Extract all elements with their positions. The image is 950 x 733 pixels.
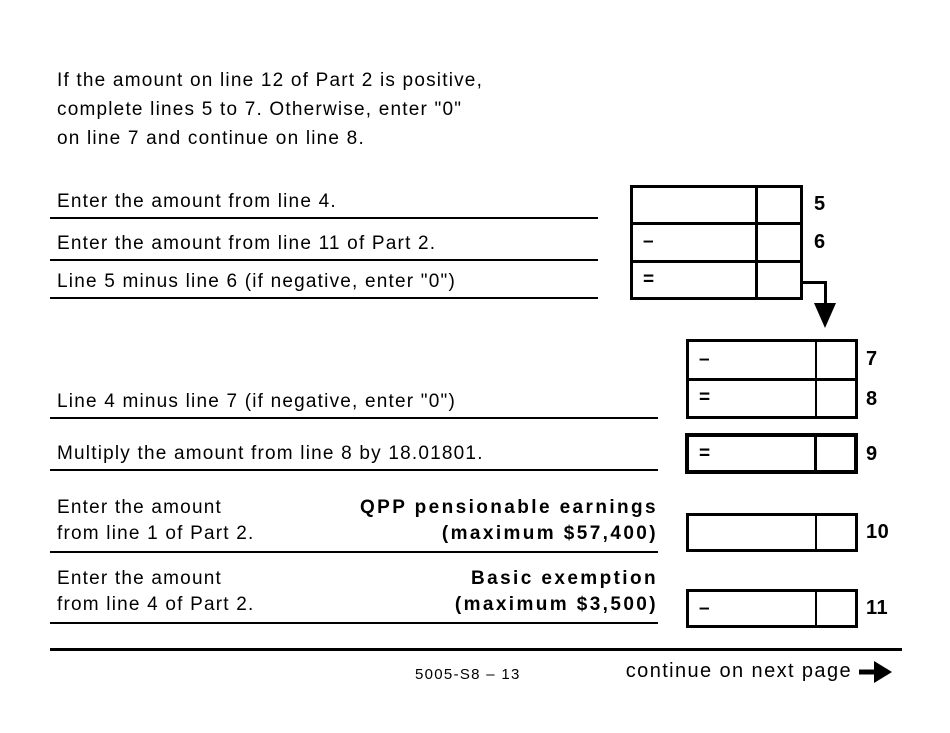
- line10-cents-field[interactable]: [817, 516, 855, 549]
- table-row: =: [633, 259, 800, 297]
- minus-operator: –: [643, 231, 654, 253]
- table-row: =: [689, 437, 854, 470]
- table-row: [633, 188, 800, 223]
- table-row: –: [689, 592, 855, 625]
- instruction-line-1: If the amount on line 12 of Part 2 is po…: [57, 70, 484, 91]
- line7-cents-field[interactable]: [817, 342, 855, 378]
- line9-amount-field[interactable]: =: [689, 437, 817, 470]
- carry-connector-horizontal: [803, 281, 827, 284]
- continue-text: continue on next page: [625, 660, 852, 682]
- amount-table-lines-5-7: – =: [630, 185, 803, 300]
- line5-amount-field[interactable]: [633, 188, 758, 223]
- line9-number: 9: [866, 443, 878, 465]
- carry-connector-vertical: [824, 281, 827, 305]
- line11-cents-field[interactable]: [817, 592, 855, 625]
- line9-cents-field[interactable]: [817, 437, 854, 470]
- line6-cents-field[interactable]: [758, 225, 800, 259]
- line5-number: 5: [814, 193, 826, 215]
- line5-cents-field[interactable]: [758, 188, 800, 222]
- line11-right-label: Basic exemption (maximum $3,500): [454, 568, 658, 615]
- line7-number: 7: [866, 348, 878, 370]
- footer-divider: [50, 648, 902, 651]
- line9-label: Multiply the amount from line 8 by 18.01…: [50, 443, 658, 471]
- line7-result-field[interactable]: =: [633, 262, 758, 297]
- table-row: =: [689, 377, 855, 417]
- instruction-line-3: on line 7 and continue on line 8.: [57, 128, 365, 149]
- equals-operator: =: [643, 268, 655, 290]
- line10-box: [686, 513, 858, 552]
- form-code: 5005-S8 – 13: [415, 666, 521, 683]
- amount-table-lines-7-8: – =: [686, 339, 858, 419]
- line8-amount-field[interactable]: =: [689, 380, 817, 416]
- right-arrow-icon: [859, 660, 892, 683]
- line8-number: 8: [866, 388, 878, 410]
- line10-amount-field[interactable]: [689, 516, 817, 549]
- line11-number: 11: [866, 597, 889, 619]
- line7-amount-field[interactable]: –: [689, 342, 817, 378]
- line6-number: 6: [814, 231, 826, 253]
- line8-cents-field[interactable]: [817, 381, 855, 417]
- instruction-text: If the amount on line 12 of Part 2 is po…: [57, 66, 597, 153]
- minus-operator: –: [699, 348, 710, 370]
- line10-left-label: Enter the amount from line 1 of Part 2.: [57, 497, 255, 544]
- line7-label: Line 5 minus line 6 (if negative, enter …: [50, 271, 598, 299]
- minus-operator: –: [699, 597, 710, 619]
- line10-label-row: Enter the amount from line 1 of Part 2. …: [50, 496, 658, 553]
- line11-label-row: Enter the amount from line 4 of Part 2. …: [50, 567, 658, 624]
- table-row: –: [633, 222, 800, 260]
- table-row: [689, 516, 855, 549]
- continue-notice: continue on next page: [500, 660, 893, 683]
- instruction-line-2: complete lines 5 to 7. Otherwise, enter …: [57, 99, 463, 120]
- table-row: –: [689, 342, 855, 378]
- line10-number: 10: [866, 521, 890, 543]
- equals-operator: =: [699, 442, 711, 464]
- equals-operator: =: [699, 387, 711, 409]
- line10-right-label: QPP pensionable earnings (maximum $57,40…: [360, 497, 658, 544]
- line11-left-label: Enter the amount from line 4 of Part 2.: [57, 568, 255, 615]
- line7-result-cents-field[interactable]: [758, 263, 800, 297]
- line11-box: –: [686, 589, 858, 628]
- line9-box: =: [685, 433, 858, 474]
- line8-label: Line 4 minus line 7 (if negative, enter …: [50, 391, 658, 419]
- line6-amount-field[interactable]: –: [633, 225, 758, 260]
- down-arrow-icon: [814, 303, 836, 328]
- line11-amount-field[interactable]: –: [689, 592, 817, 625]
- line5-label: Enter the amount from line 4.: [50, 191, 598, 219]
- line6-label: Enter the amount from line 11 of Part 2.: [50, 233, 598, 261]
